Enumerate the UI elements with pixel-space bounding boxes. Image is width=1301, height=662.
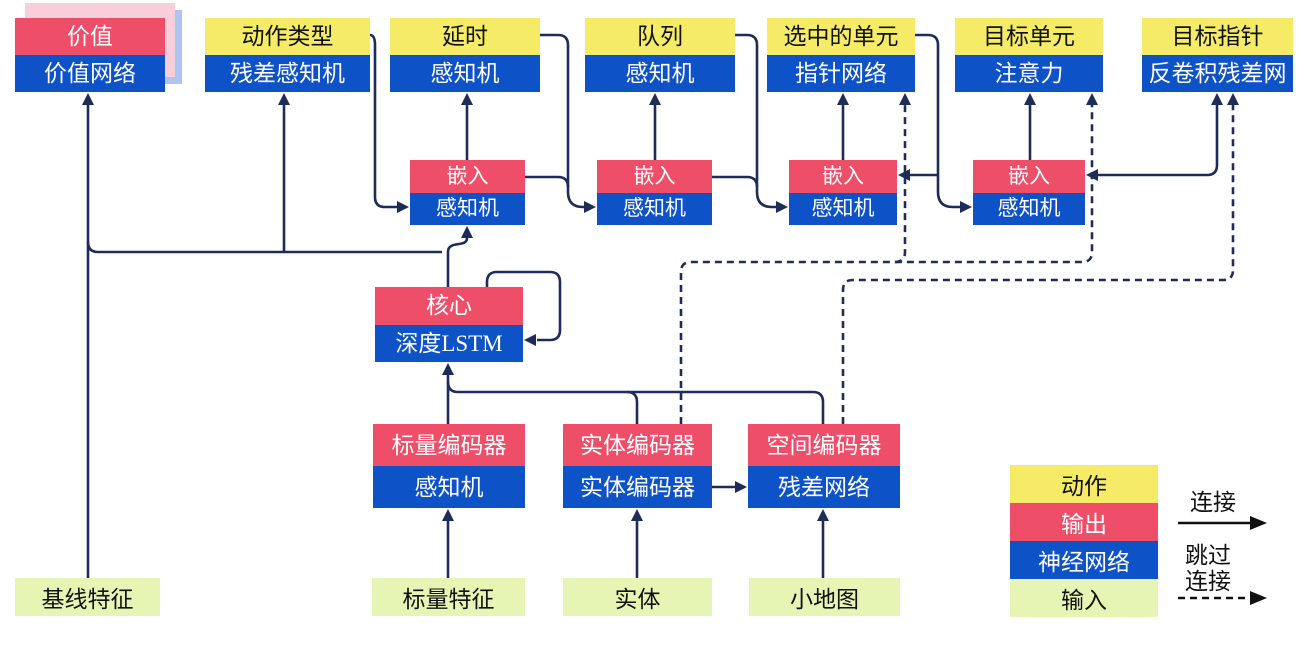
scalar-encoder-network-label: 感知机 [373,466,525,508]
node-delay: 延时 感知机 [390,18,540,92]
embed-1-output-label: 嵌入 [410,160,525,193]
target-pointer-action-label: 目标指针 [1142,18,1293,55]
legend-output-swatch: 输出 [1010,503,1158,541]
node-embed-2: 嵌入 感知机 [597,160,712,225]
spatial-encoder-network-label: 残差网络 [748,466,900,508]
action-type-action-label: 动作类型 [205,18,370,55]
legend-action-swatch: 动作 [1010,465,1158,503]
node-queue: 队列 感知机 [585,18,735,92]
embed-4-network-label: 感知机 [973,192,1085,225]
embed-1-network-label: 感知机 [410,192,525,225]
node-core: 核心 深度LSTM [375,287,523,362]
legend-skip-label-1: 跳过 [1185,543,1231,568]
input-minimap: 小地图 [749,578,900,616]
delay-network-label: 感知机 [390,55,540,92]
embed-3-output-label: 嵌入 [789,160,897,193]
selected-units-action-label: 选中的单元 [767,18,915,55]
node-embed-4: 嵌入 感知机 [973,160,1085,225]
target-pointer-network-label: 反卷积残差网 [1142,55,1293,92]
input-scalar-features: 标量特征 [372,578,525,616]
input-baseline-features: 基线特征 [15,578,160,616]
embed-2-output-label: 嵌入 [597,160,712,193]
target-unit-network-label: 注意力 [955,55,1103,92]
node-spatial-encoder: 空间编码器 残差网络 [748,424,900,508]
value-network-label: 价值网络 [15,55,165,92]
legend-skip-label-2: 连接 [1185,569,1231,594]
entity-encoder-output-label: 实体编码器 [563,424,712,466]
embed-2-network-label: 感知机 [597,192,712,225]
queue-network-label: 感知机 [585,55,735,92]
core-output-label: 核心 [375,287,523,325]
node-target-pointer: 目标指针 反卷积残差网 [1142,18,1293,92]
node-selected-units: 选中的单元 指针网络 [767,18,915,92]
scalar-encoder-output-label: 标量编码器 [373,424,525,466]
node-action-type: 动作类型 残差感知机 [205,18,370,92]
core-network-label: 深度LSTM [375,324,523,362]
selected-units-network-label: 指针网络 [767,55,915,92]
node-entity-encoder: 实体编码器 实体编码器 [563,424,712,508]
legend-network-swatch: 神经网络 [1010,541,1158,579]
input-entities: 实体 [563,578,712,616]
node-scalar-encoder: 标量编码器 感知机 [373,424,525,508]
legend-input-swatch: 输入 [1010,579,1158,617]
queue-action-label: 队列 [585,18,735,55]
entity-encoder-network-label: 实体编码器 [563,466,712,508]
node-embed-3: 嵌入 感知机 [789,160,897,225]
embed-3-network-label: 感知机 [789,192,897,225]
target-unit-action-label: 目标单元 [955,18,1103,55]
node-embed-1: 嵌入 感知机 [410,160,525,225]
node-value: 价值 价值网络 [15,18,165,92]
skip-connections [679,104,1235,424]
delay-action-label: 延时 [390,18,540,55]
action-type-network-label: 残差感知机 [205,55,370,92]
embed-4-output-label: 嵌入 [973,160,1085,193]
value-output-label: 价值 [15,18,165,55]
spatial-encoder-output-label: 空间编码器 [748,424,900,466]
node-target-unit: 目标单元 注意力 [955,18,1103,92]
legend-solid-connection-label: 连接 [1190,490,1236,515]
